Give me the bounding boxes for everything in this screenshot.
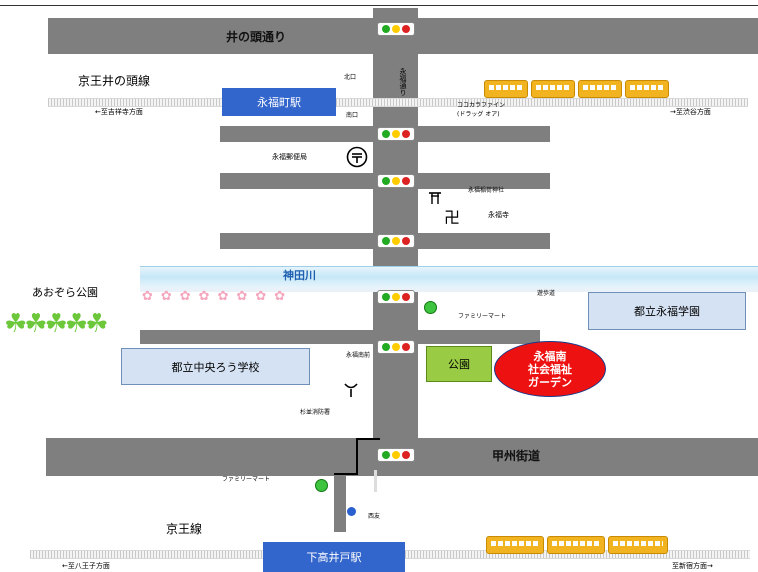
traffic-signal-icon <box>377 448 415 462</box>
familymart-north-label: ファミリーマート <box>458 313 507 320</box>
destination-line1: 永福南 <box>533 349 567 363</box>
street-4 <box>140 330 540 344</box>
to-hachioji-label: ←至八王子方面 <box>62 562 110 570</box>
keio-line-label: 京王線 <box>166 522 203 536</box>
eifukucho-north-exit: 北口 <box>344 74 357 81</box>
shrine-label: 永福稲荷神社 <box>468 187 505 194</box>
inokashira-train-icon <box>484 80 669 98</box>
koshu-kaido-label: 甲州街道 <box>492 449 541 463</box>
to-shinjuku-label: 至新宿方面→ <box>672 562 713 570</box>
temple-manji-icon: 卍 <box>444 208 461 227</box>
eifuku-dori-label: 永福通り <box>399 68 407 96</box>
eifukucho-station: 永福町駅 <box>222 88 336 116</box>
shrine-torii-icon <box>429 192 441 204</box>
shimotakaido-station: 下高井戸駅 <box>263 542 405 572</box>
fire-station-label: 杉並消防署 <box>300 409 331 416</box>
cherry-blossom-icon: ✿✿✿✿✿✿✿✿ <box>142 289 294 304</box>
temple-label: 永福寺 <box>488 211 509 219</box>
post-office-icon <box>346 146 368 168</box>
traffic-signal-icon <box>377 22 415 36</box>
traffic-signal-icon <box>377 234 415 248</box>
cocokara-fine-label: ココカラファイン <box>457 102 506 109</box>
familymart-south-label: ファミリーマート <box>222 476 271 483</box>
familymart-south-icon <box>315 479 328 492</box>
destination-line3: ガーデン <box>528 375 572 389</box>
eifukucho-south-exit: 南口 <box>346 112 359 119</box>
traffic-signal-icon <box>377 340 415 354</box>
fire-station-icon <box>344 383 358 397</box>
inokashira-dori-label: 井の頭通り <box>226 30 287 44</box>
traffic-signal-icon <box>377 127 415 141</box>
seiyu-label: 西友 <box>368 513 381 520</box>
inokashira-line-track <box>48 98 748 107</box>
aozora-park-label: あおぞら公園 <box>32 286 98 299</box>
clover-icon: ☘☘☘☘☘ <box>4 309 109 339</box>
top-border <box>0 0 758 6</box>
route-line <box>334 438 380 475</box>
keio-train-icon <box>486 536 668 554</box>
yuhodo-label: 遊歩道 <box>537 290 556 297</box>
traffic-signal-icon <box>377 174 415 188</box>
chuo-rou-school-box: 都立中央ろう学校 <box>121 348 310 385</box>
kandagawa-river <box>140 266 758 288</box>
to-shibuya-label: →至渋谷方面 <box>670 108 711 116</box>
south-lane-road <box>334 476 346 532</box>
cocokara-fine-sub-label: (ドラッグ オア) <box>457 111 500 118</box>
river-bank <box>140 287 758 292</box>
white-lane-line <box>374 470 377 492</box>
traffic-signal-icon <box>377 290 415 304</box>
seiyu-icon <box>347 507 356 516</box>
post-office-label: 永福郵便局 <box>272 153 307 161</box>
to-kichijoji-label: ←至吉祥寺方面 <box>95 108 143 116</box>
destination-marker: 永福南 社会福祉 ガーデン <box>494 341 606 397</box>
destination-line2: 社会福祉 <box>528 362 572 376</box>
familymart-north-icon <box>424 301 437 314</box>
park-box: 公園 <box>426 346 492 382</box>
kandagawa-label: 神田川 <box>283 269 316 282</box>
eifuku-minami-intersection-label: 永福南前 <box>346 352 371 359</box>
eifuku-gakuen-box: 都立永福学園 <box>588 292 746 330</box>
keio-inokashira-line-label: 京王井の頭線 <box>78 74 151 88</box>
